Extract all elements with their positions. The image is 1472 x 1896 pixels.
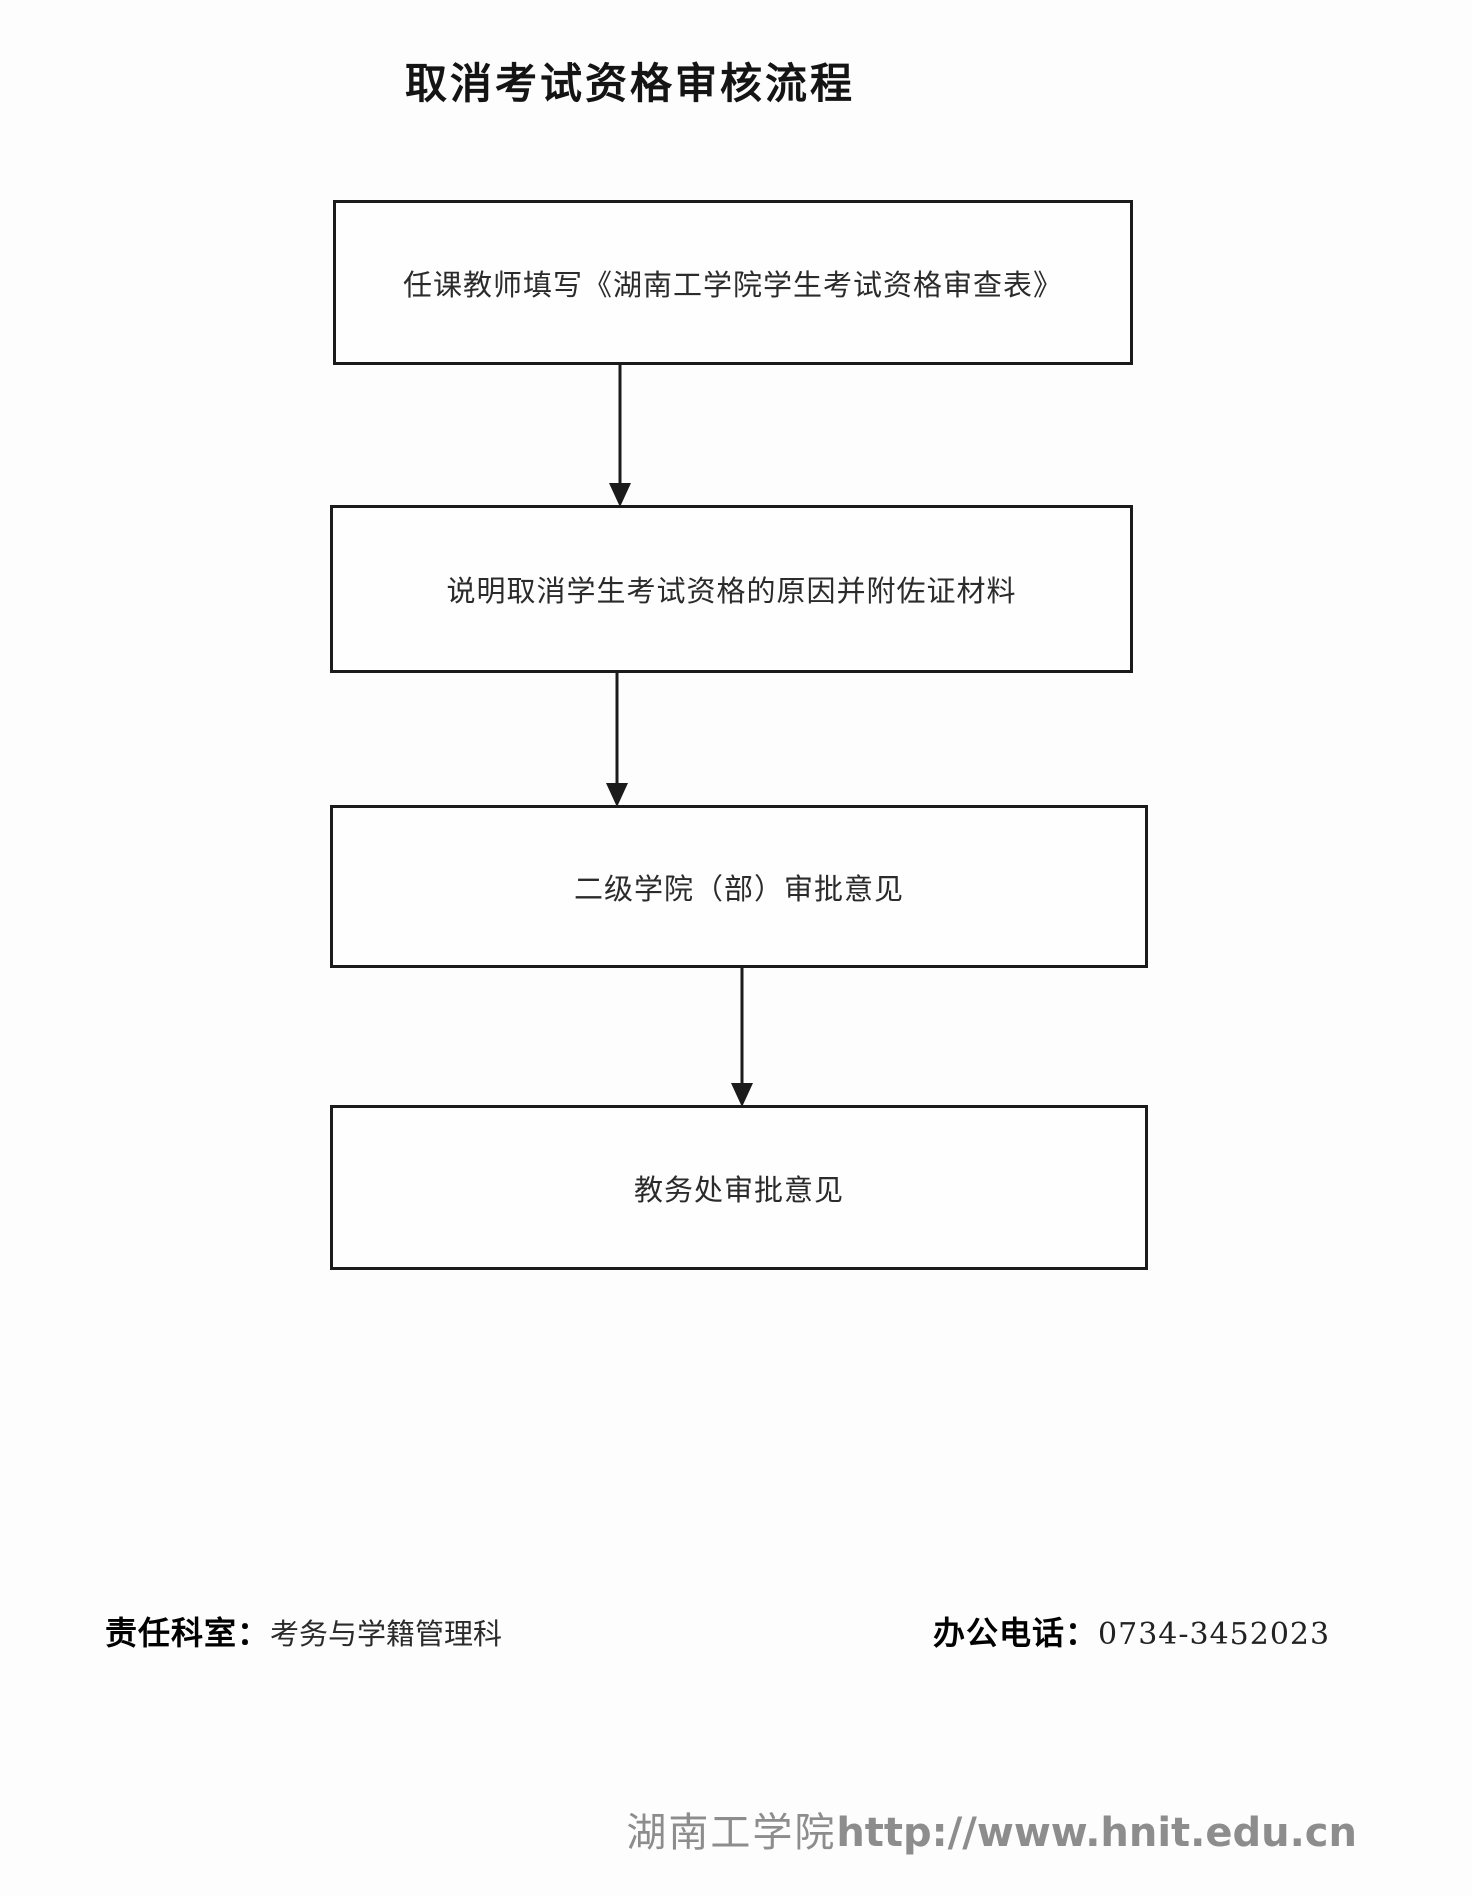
- responsible-department-label: 责任科室：: [105, 1614, 271, 1652]
- arrow-head: [609, 483, 631, 507]
- office-phone: 办公电话：0734-3452023: [933, 1608, 1330, 1654]
- office-phone-value: 0734-3452023: [1098, 1617, 1331, 1652]
- flow-step-1: 任课教师填写《湖南工学院学生考试资格审查表》: [333, 200, 1133, 365]
- arrow-down-icon: [605, 673, 629, 807]
- responsible-department: 责任科室：考务与学籍管理科: [105, 1608, 502, 1654]
- arrow-head: [731, 1083, 753, 1107]
- arrow-head: [606, 783, 628, 807]
- flow-step-4-label: 教务处审批意见: [633, 1172, 844, 1207]
- arrow-shaft: [615, 673, 619, 789]
- responsible-department-value: 考务与学籍管理科: [270, 1617, 503, 1651]
- flow-step-3: 二级学院（部）审批意见: [330, 805, 1148, 968]
- page-title: 取消考试资格审核流程: [404, 59, 856, 108]
- arrow-down-icon: [608, 365, 632, 507]
- arrow-shaft: [740, 968, 744, 1089]
- arrow-down-icon: [730, 968, 754, 1107]
- arrow-shaft: [618, 365, 622, 489]
- flow-step-2: 说明取消学生考试资格的原因并附佐证材料: [330, 505, 1133, 673]
- watermark-url: http://www.hnit.edu.cn: [836, 1810, 1357, 1856]
- flow-step-3-label: 二级学院（部）审批意见: [573, 871, 904, 906]
- watermark-org-name: 湖南工学院: [626, 1810, 837, 1856]
- watermark: 湖南工学院http://www.hnit.edu.cn: [626, 1800, 1357, 1858]
- office-phone-label: 办公电话：: [933, 1614, 1099, 1652]
- flow-step-2-label: 说明取消学生考试资格的原因并附佐证材料: [446, 574, 1017, 608]
- flow-step-1-label: 任课教师填写《湖南工学院学生考试资格审查表》: [402, 267, 1063, 302]
- flow-step-4: 教务处审批意见: [330, 1105, 1148, 1270]
